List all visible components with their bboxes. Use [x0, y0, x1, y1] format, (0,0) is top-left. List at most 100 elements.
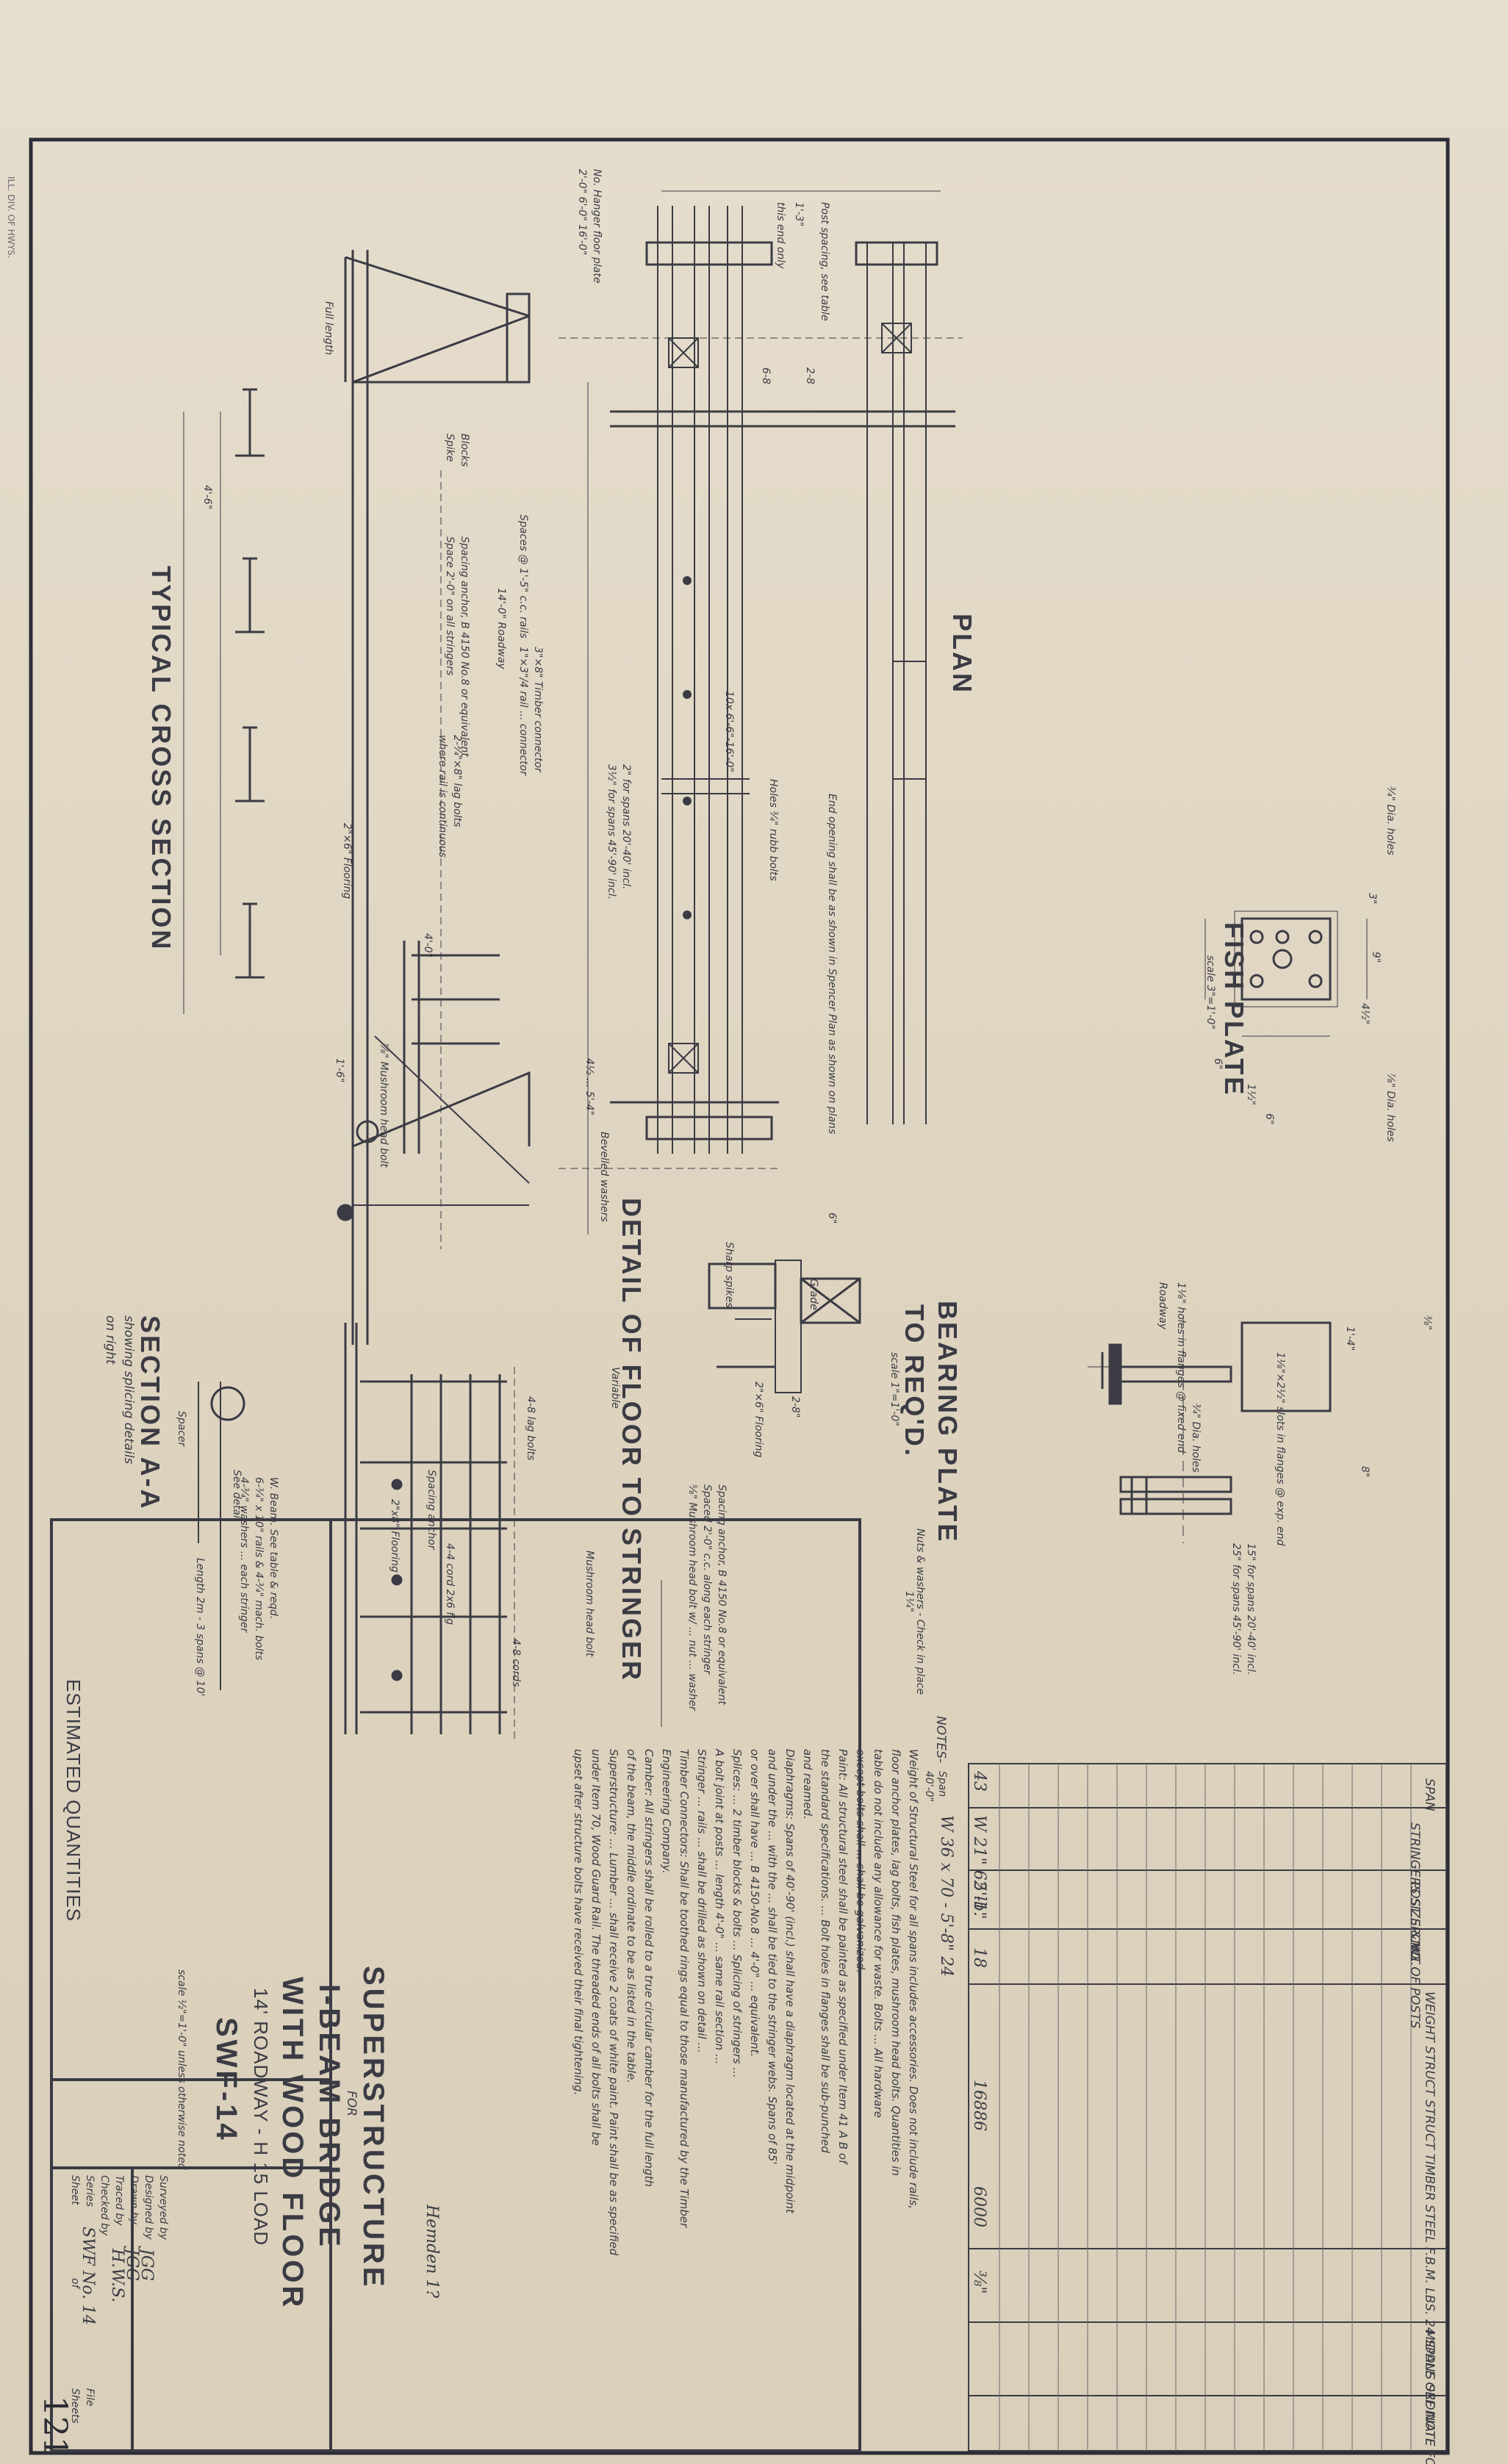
title-line-4: WITH WOOD FLOOR	[276, 1977, 309, 2310]
fish-plate-hole-note-1: ¾" Dia. holes	[1385, 786, 1396, 855]
plan-note: Post spacing, see table	[819, 202, 830, 321]
bearing-plate-note: 1⅛" holes in flanges @ fixed end	[1175, 1282, 1187, 1454]
fish-plate-dim: 3"	[1366, 893, 1378, 905]
traced-by-label: Traced by	[113, 2175, 125, 2226]
typical-section-note: 14'-0" Roadway	[495, 588, 507, 669]
fish-plate-title: FISH PLATE	[1219, 922, 1249, 1097]
notes-line: A bolt joint at posts ... length 4'-0" .…	[713, 1749, 726, 2065]
floor-detail-note: 6"	[826, 1213, 838, 1224]
typical-section-note: 1'-6"	[334, 1058, 345, 1083]
plan-note: 2-8	[804, 367, 816, 384]
fish-plate-scale: scale 3"=1'-0"	[1204, 955, 1216, 1030]
notes-line: and reamed.	[801, 1749, 814, 1820]
notes-line: Timber Connectors: Shall be toothed ring…	[678, 1749, 691, 2228]
plan-note: 10x 6'-6"-16'-0"	[723, 691, 735, 772]
bearing-plate-note: 25" for spans 45'-90' incl.	[1230, 1543, 1242, 1675]
typical-section-title: TYPICAL CROSS SECTION	[146, 566, 176, 952]
floor-detail-note: ⅝" Mushroom head bolt w/ ... nut ... was…	[686, 1484, 698, 1711]
typical-section-note: Space 2'-0" on all stringers	[444, 536, 456, 676]
typical-section-note: 4'-6"	[201, 485, 213, 510]
drawing-number: SWF-14	[210, 2017, 243, 2143]
section-aa-note: 4-¾" washers ... each stringer	[238, 1477, 250, 1633]
plan-title: PLAN	[947, 614, 977, 694]
notes-line: Splices: ... 2 timber blocks & bolts ...…	[730, 1749, 744, 2078]
typical-section-note: 1"×3"/4 rail ... connector	[517, 647, 529, 775]
notes-line: Diaphragms: Spans of 40'-90' (incl.) sha…	[783, 1749, 797, 2213]
section-aa-note: 4-8 lag bolts	[525, 1396, 536, 1461]
section-aa-subtitle-2: on right	[103, 1315, 118, 1365]
table-cell-steel: 16886	[970, 2080, 988, 2131]
typical-section-note: where rail is continuous	[437, 735, 448, 858]
floor-detail-drawing	[708, 1260, 861, 1393]
plan-note: 2" for spans 20'-40' incl.	[620, 764, 632, 890]
title-line-5: 14' ROADWAY - H 15 LOAD	[250, 1988, 272, 2246]
plan-note: 3½" for spans 45'-90' incl.	[606, 764, 617, 900]
traced-by-value: H.W.S.	[108, 2249, 126, 2303]
fish-plate-dim: 1½"	[1245, 1084, 1257, 1105]
floor-detail-note: 2-8"	[789, 1396, 801, 1418]
table-cell-timber: 6000	[970, 2186, 988, 2227]
floor-detail-title: DETAIL OF FLOOR TO STRINGER	[617, 1198, 647, 1683]
notes-line: Camber: All stringers shall be rolled to…	[642, 1749, 656, 2187]
surveyed-by-label: Surveyed by	[157, 2175, 169, 2240]
floor-detail-note: Spacing anchor, B 4150 No.8 or equivalen…	[716, 1484, 728, 1705]
typical-section-note: Spaces @ 1'-5" c.c. rails	[517, 514, 529, 639]
bearing-plate-title-2: TO REQ'D.	[900, 1304, 930, 1458]
notes-line: floor anchor plates, lag bolts, fish pla…	[889, 1749, 902, 2177]
typical-section-note: Spike	[444, 434, 456, 462]
section-aa-note: 2"x8" Flooring	[389, 1499, 401, 1573]
section-aa-title: SECTION A-A	[135, 1315, 165, 1511]
plan-note: 6-8	[760, 367, 772, 384]
of-label: of	[69, 2278, 81, 2288]
typical-section-note: 2"×6" Flooring	[341, 823, 353, 899]
table-cell-camber: ⅜"	[970, 2271, 988, 2294]
weight-table-column-lines	[999, 1764, 1412, 2451]
typical-section-note: ⅝" Mushroom head bolt	[378, 1044, 389, 1168]
margin-note: Hemden 1?	[423, 2205, 441, 2299]
fish-plate-dim: 6"	[1263, 1113, 1275, 1125]
floor-detail-note: Variable	[609, 1367, 621, 1409]
typical-cross-section-drawing	[183, 250, 589, 1345]
floor-detail-note: Sharp spikes	[723, 1242, 735, 1308]
section-aa-note: 6-¾" x 10" rails & 4-¾" mach. bolts	[253, 1477, 265, 1661]
section-aa-note: Spacing anchor	[426, 1470, 437, 1550]
bearing-plate-note: 15" for spans 20'-40' incl.	[1245, 1543, 1257, 1675]
notes-line: and under the ... with the ... shall be …	[766, 1749, 779, 2165]
plan-view-drawing	[559, 190, 963, 1169]
bearing-plate-note: Roadway	[1157, 1282, 1168, 1330]
notes-line: table do not include any allowance for w…	[872, 1749, 885, 2119]
notes-line: the standard specifications. ... Bolt ho…	[819, 1749, 832, 2153]
bearing-plate-note: 1'-4"	[1344, 1326, 1356, 1351]
notes-line: or over shall have ... B 4150-No.8 ... 4…	[748, 1749, 761, 2058]
notes-line: Weight of Structural Steel for all spans…	[907, 1749, 920, 2210]
scale-note: scale ½"=1'-0" unless otherwise noted	[176, 1969, 187, 2170]
estimated-quantities-label: ESTIMATED QUANTITIES	[62, 1679, 85, 1922]
table-cell-posts: 18	[970, 1947, 988, 1968]
section-aa-note: Mushroom head bolt	[584, 1551, 595, 1657]
floor-detail-note: 2"×6" Flooring	[753, 1382, 764, 1458]
page-number: 121	[36, 2396, 73, 2457]
notes-line: of the beam, the middle ordinate to be a…	[625, 1749, 638, 2083]
fish-plate-dim: 9"	[1370, 952, 1382, 963]
table-header-span: SPAN	[1422, 1778, 1437, 1811]
series-value: SWF No. 14	[79, 2227, 97, 2326]
bearing-plate-note: ⅜"	[1421, 1315, 1433, 1331]
notes-heading: NOTES-	[933, 1716, 948, 1764]
notes-line: Superstructure: ... Lumber ... shall rec…	[607, 1749, 620, 2256]
notes-line: under Item 70, Wood Guard Rail. The thre…	[589, 1749, 603, 2146]
table-cell-post-spacing: 5'-1"	[970, 1881, 988, 1919]
plan-note: 1'-3"	[793, 202, 805, 227]
section-aa-note: W. Beam. See table & reqd.	[268, 1477, 279, 1620]
sheet-label: Sheet	[69, 2175, 81, 2205]
series-label: Series	[84, 2175, 96, 2208]
notes-line: upset after structure bolts have receive…	[572, 1749, 585, 2096]
file-label: File	[84, 2388, 96, 2407]
bearing-plate-note: 8"	[1359, 1466, 1371, 1478]
floor-detail-note: Grade	[808, 1279, 819, 1310]
table-row-note-2: 40'-0"	[923, 1771, 935, 1803]
typical-section-note: Full length	[323, 301, 334, 356]
typical-section-note: 2'-0" 6'-0" 16'-0"	[576, 169, 588, 256]
typical-section-note: Spacing anchor, B 4150 No.8 or equivalen…	[459, 536, 470, 757]
section-aa-note: 4-8 cords	[510, 1639, 522, 1687]
